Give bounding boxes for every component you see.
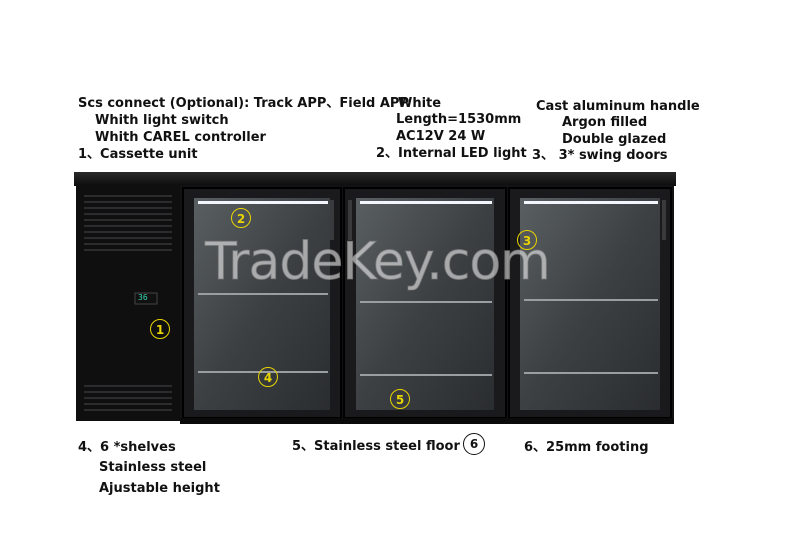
controller-display [134, 292, 158, 305]
led-strip-left [198, 201, 328, 204]
badge-6: 6 [463, 433, 485, 455]
label-floor: 5、Stainless steel floor [292, 439, 460, 454]
label-double-glazed: Double glazed [562, 132, 667, 147]
label-cassette-unit: 1、Cassette unit [78, 147, 198, 162]
label-led-light: 2、Internal LED light [376, 146, 527, 161]
label-length: Length=1530mm [396, 112, 522, 127]
label-adjustable: Ajustable height [99, 481, 220, 496]
label-stainless: Stainless steel [99, 460, 207, 475]
label-handle: Cast aluminum handle [536, 99, 700, 114]
label-light-switch: Whith light switch [95, 113, 229, 128]
watermark: TradeKey.com [205, 232, 552, 293]
badge-5: 5 [390, 389, 410, 409]
handle-left [330, 200, 334, 240]
led-strip-right [524, 201, 658, 204]
label-power: AC12V 24 W [396, 129, 486, 144]
badge-4: 4 [258, 367, 278, 387]
label-white: White [398, 96, 442, 111]
badge-2: 2 [231, 208, 251, 228]
badge-3: 3 [517, 230, 537, 250]
handle-middle [348, 200, 352, 240]
badge-1: 1 [150, 319, 170, 339]
label-swing-doors: 3、 3* swing doors [532, 148, 668, 163]
door-right-glass [520, 198, 660, 410]
label-carel-controller: Whith CAREL controller [95, 130, 266, 145]
led-strip-middle [360, 201, 492, 204]
label-footing: 6、25mm footing [524, 440, 649, 455]
lower-vents [84, 385, 172, 411]
door-middle-glass [356, 198, 494, 410]
top-counter [74, 172, 676, 186]
label-argon: Argon filled [562, 115, 648, 130]
cabinet-base [180, 418, 674, 424]
upper-vents [84, 195, 172, 251]
handle-right [662, 200, 666, 240]
cassette-unit [76, 185, 180, 421]
label-scs-connect: Scs connect (Optional): Track APP、Field … [78, 96, 409, 111]
temperature-readout: 36 [138, 293, 148, 302]
shelves [198, 293, 658, 376]
label-shelves: 4、6 *shelves [78, 440, 176, 455]
